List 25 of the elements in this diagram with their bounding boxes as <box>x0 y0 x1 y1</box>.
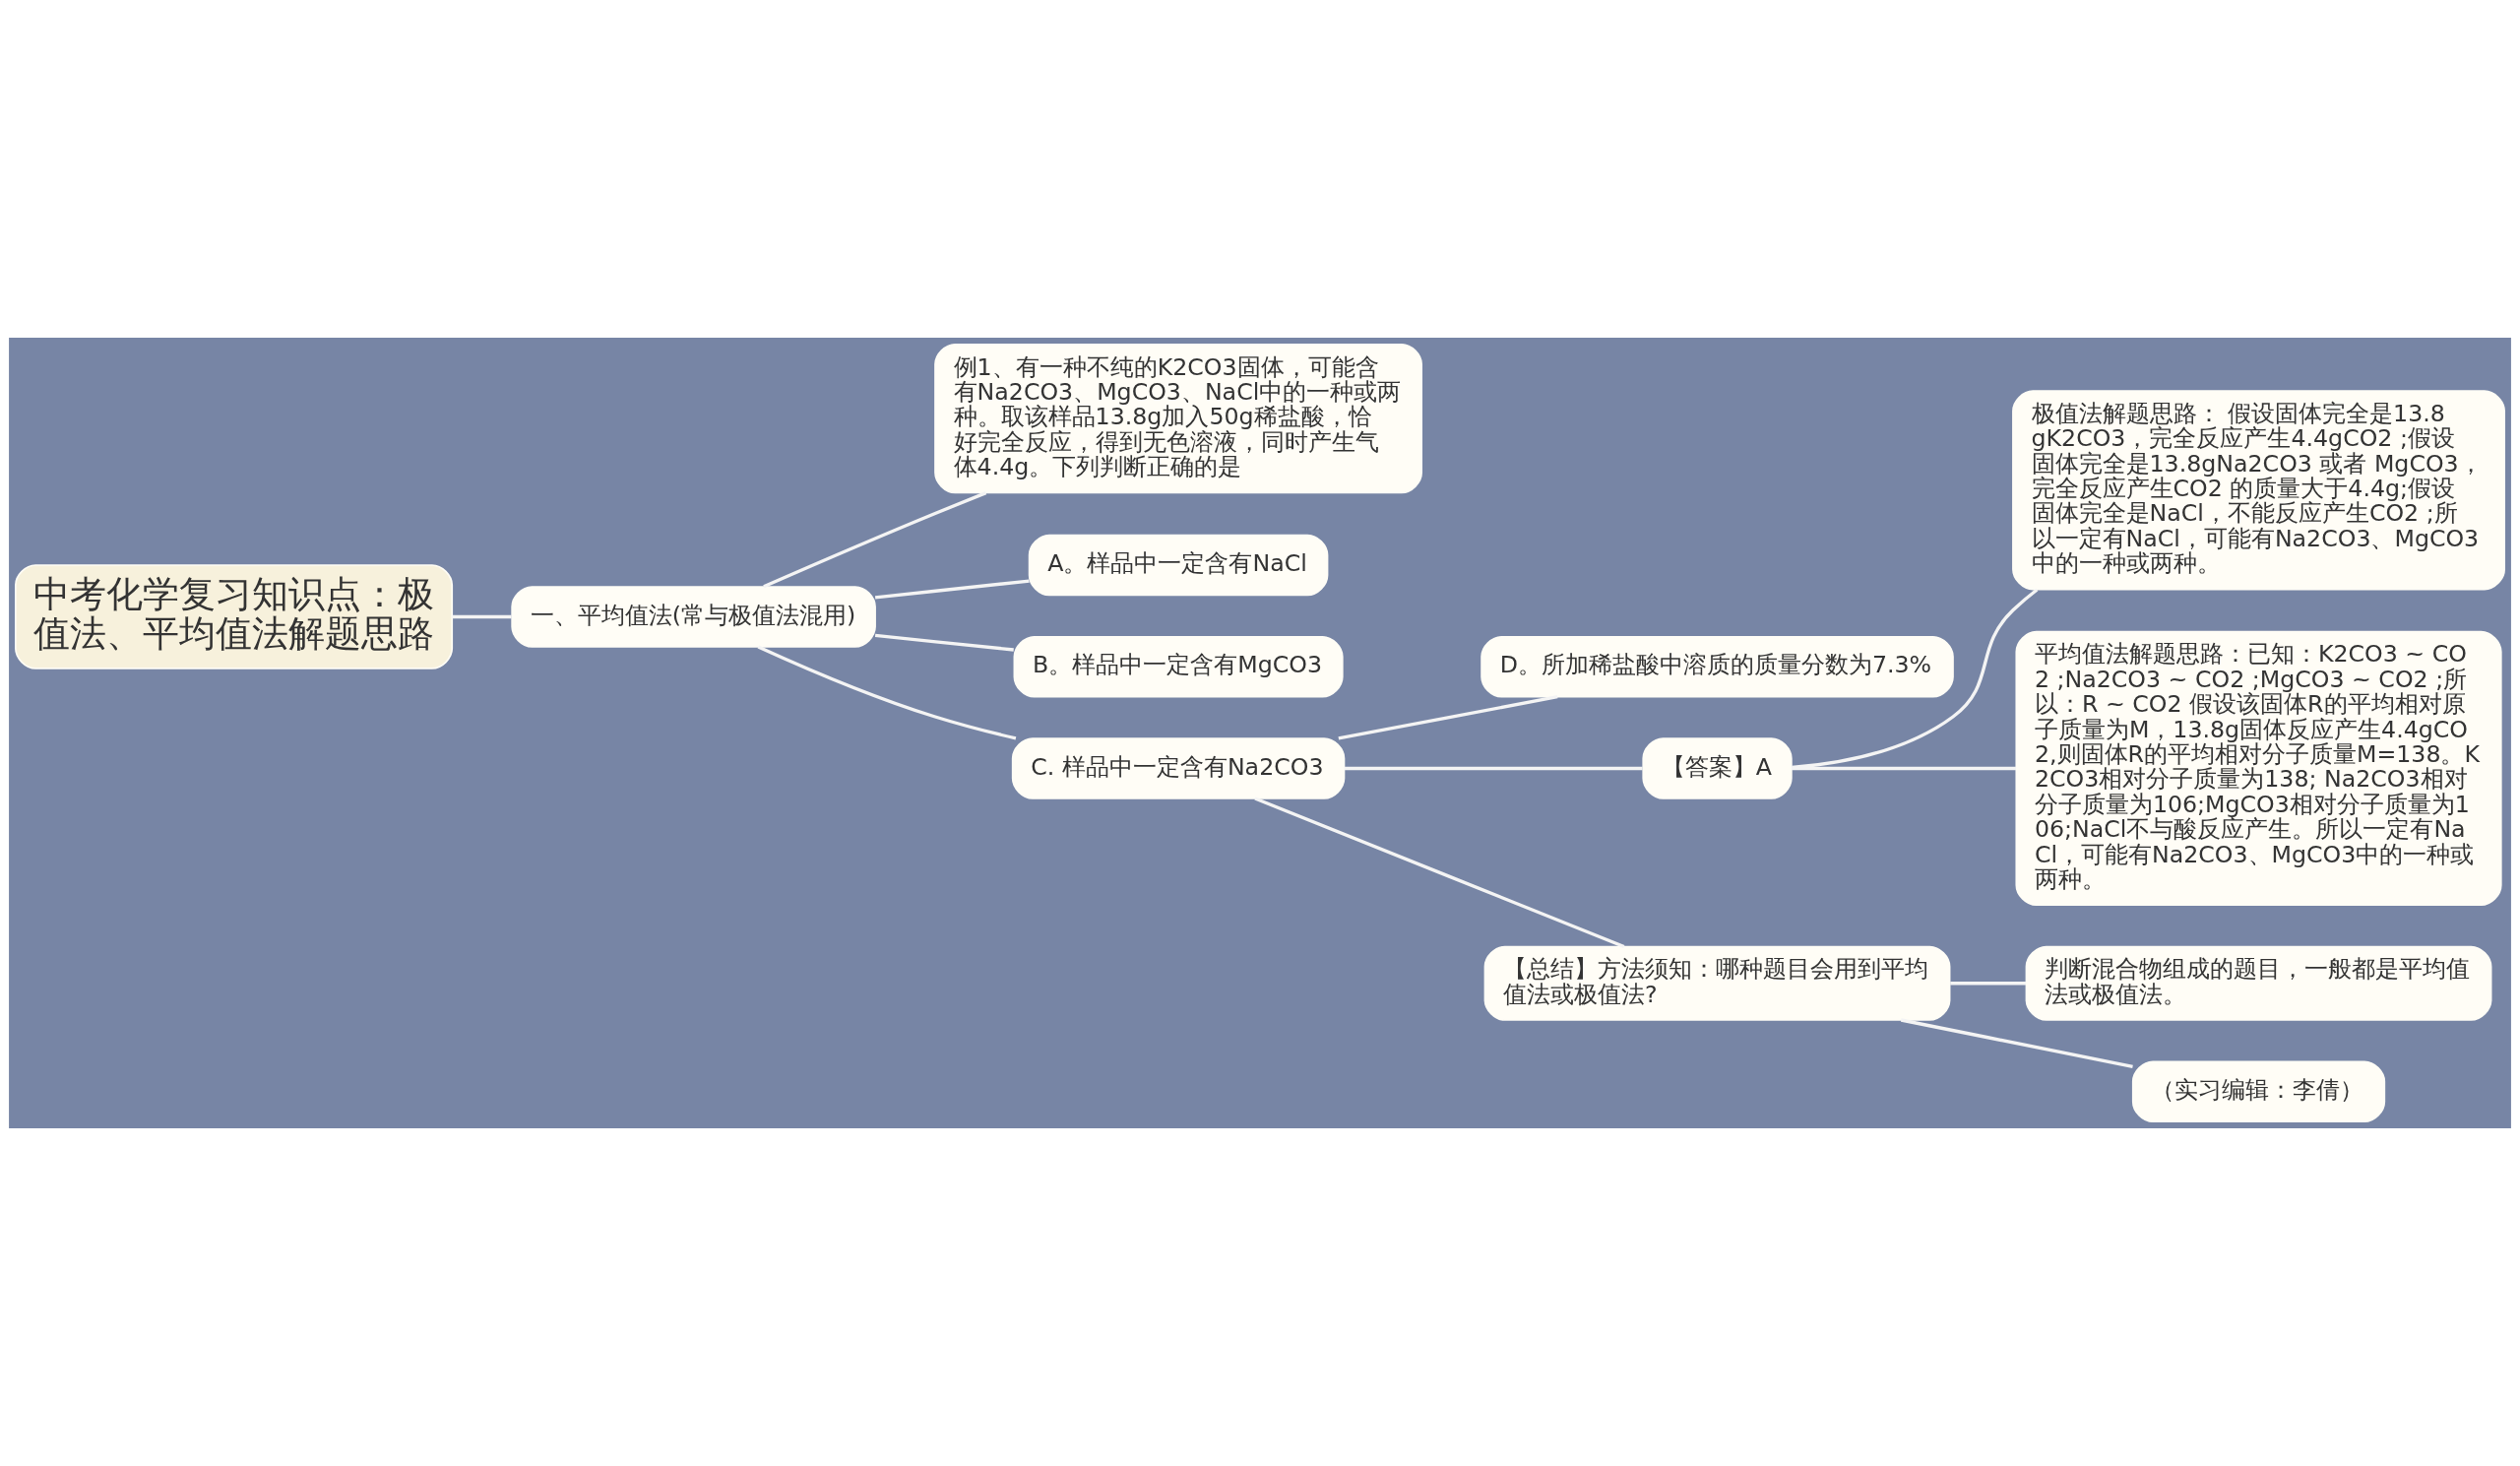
node-box: D。所加稀盐酸中溶质的质量分数为7.3% <box>1480 635 1954 698</box>
node-box: C. 样品中一定含有Na2CO3 <box>1011 737 1346 799</box>
connector <box>874 633 1014 652</box>
node-box: 中考化学复习知识点：极值法、平均值法解题思路 <box>15 564 454 669</box>
connector <box>1950 982 2027 986</box>
connector <box>1900 1018 2133 1068</box>
node-box: A。样品中一定含有NaCl <box>1028 534 1329 597</box>
connector <box>452 614 512 619</box>
node-box: 判断混合物组成的题目，一般都是平均值法或极值法。 <box>2025 945 2492 1021</box>
node-box: 例1、有一种不纯的K2CO3固体，可能含有Na2CO3、MgCO3、NaCl中的一种或两种。取该样品13.8g加入50g稀盐酸，恰好完全反应，得到无色溶液，同时产生气体4.4g。下列判断正确的是 <box>934 343 1422 494</box>
connector <box>1344 766 1643 771</box>
connector <box>1338 695 1558 740</box>
connector <box>1254 797 1625 948</box>
node-box: 【答案】A <box>1642 737 1793 799</box>
connector <box>874 579 1030 600</box>
connector <box>1792 588 2039 770</box>
connector <box>763 491 987 589</box>
node-box: 平均值法解题思路：已知：K2CO3 ~ CO2 ;Na2CO3 ~ CO2 ;MgCO3 ~ CO2 ;所以：R ~ CO2 假设该固体R的平均相对原子质量为M，13.8g固体反应产生4.4gCO2,则固体R的平均相对分子质量M=138。K2CO3相对分子质量为138; Na2CO3相对分子质量为106;MgCO3相对分子质量为106;NaCl不与酸反应产生。所以一定有NaCl，可能有Na2CO3、MgCO3中的一种或两种。 <box>2015 630 2502 907</box>
connector <box>757 645 1017 740</box>
node-box: 一、平均值法(常与极值法混用) <box>511 586 876 648</box>
connector <box>1791 766 2017 771</box>
node-box: 极值法解题思路： 假设固体完全是13.8gK2CO3，完全反应产生4.4gCO2 ;假设固体完全是13.8gNa2CO3 或者 MgCO3，完全反应产生CO2 的质量大于4.4g;假设固体完全是NaCl，不能反应产生CO2 ;所以一定有NaCl，可能有Na2CO3、MgCO3中的一种或两种。 <box>2012 390 2505 591</box>
node-box: （实习编辑：李倩） <box>2131 1060 2386 1123</box>
node-box: B。样品中一定含有MgCO3 <box>1013 635 1344 698</box>
node-box: 【总结】方法须知：哪种题目会用到平均值法或极值法? <box>1483 945 1951 1021</box>
